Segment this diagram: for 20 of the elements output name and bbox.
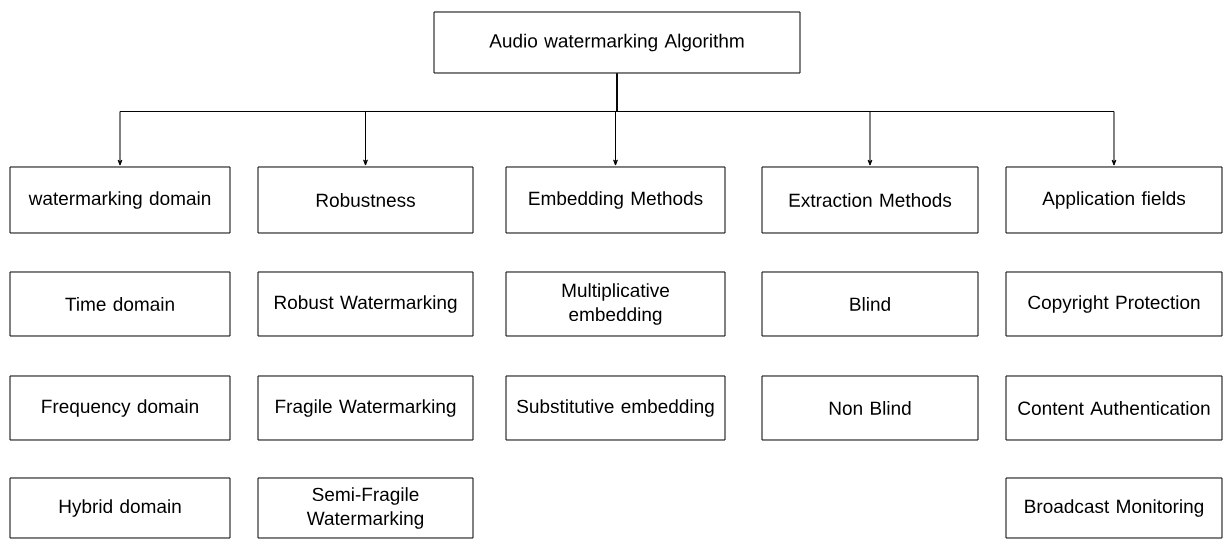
category-box: Broadcast Monitoring bbox=[1005, 477, 1223, 539]
category-box: Application fields bbox=[1005, 166, 1223, 234]
category-box: Copyright Protection bbox=[1005, 271, 1223, 337]
category-box: Non Blind bbox=[761, 375, 979, 441]
category-box: Frequency domain bbox=[9, 375, 231, 441]
category-box: Hybrid domain bbox=[9, 477, 231, 539]
category-box: Semi-Fragile Watermarking bbox=[257, 477, 474, 539]
category-box: Embedding Methods bbox=[505, 166, 726, 234]
category-box: Blind bbox=[761, 271, 979, 337]
category-box: watermarking domain bbox=[9, 166, 231, 234]
arrow bbox=[616, 73, 1117, 166]
category-box: Multiplicative embedding bbox=[505, 271, 726, 337]
category-box: Robust Watermarking bbox=[257, 271, 474, 337]
category-box: Substitutive embedding bbox=[505, 375, 726, 441]
category-box: Fragile Watermarking bbox=[257, 375, 474, 441]
category-box: Time domain bbox=[9, 271, 231, 337]
category-box: Content Authentication bbox=[1005, 375, 1223, 441]
category-box: Robustness bbox=[257, 166, 474, 234]
category-box: Extraction Methods bbox=[761, 166, 979, 234]
heading-box: Audio watermarking Algorithm bbox=[433, 11, 801, 74]
